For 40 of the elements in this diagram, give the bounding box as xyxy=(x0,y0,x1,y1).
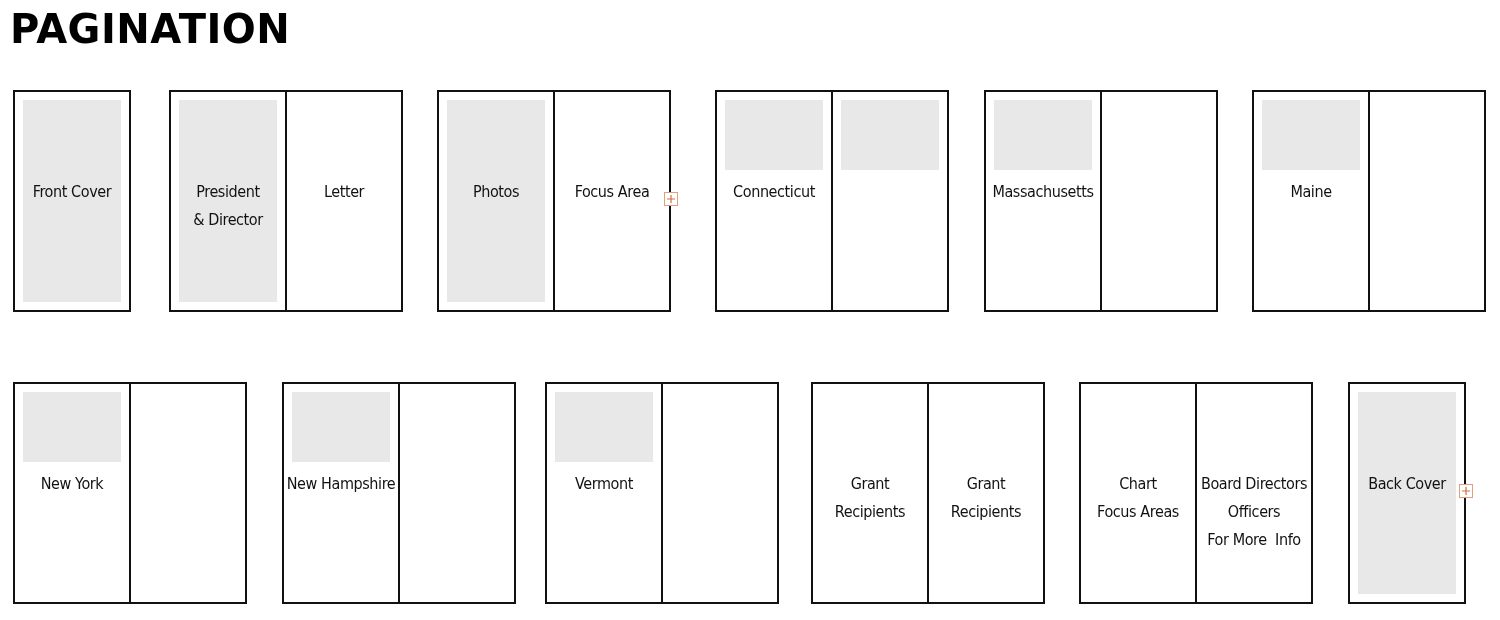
page-box xyxy=(169,90,287,312)
page-box xyxy=(285,90,403,312)
title: PAGINATION xyxy=(10,6,291,52)
page-box xyxy=(1079,382,1197,604)
page-box xyxy=(1368,90,1486,312)
page-box xyxy=(398,382,516,604)
page-box xyxy=(927,382,1045,604)
page-label: Connecticut xyxy=(733,181,815,203)
page-box xyxy=(661,382,779,604)
page-label: Front Cover xyxy=(32,181,112,203)
page-label: New Hampshire xyxy=(286,473,396,495)
page-label: Letter xyxy=(323,181,365,203)
page-label: Grant Recipients xyxy=(949,473,1023,523)
page-box xyxy=(811,382,929,604)
page-label: President & Director xyxy=(192,181,264,231)
page-box xyxy=(1252,90,1370,312)
page-box xyxy=(1100,90,1218,312)
page-box xyxy=(831,90,949,312)
page-box xyxy=(545,382,663,604)
page-box xyxy=(129,382,247,604)
page-box xyxy=(282,382,400,604)
page-box xyxy=(13,382,131,604)
page-label: Focus Area xyxy=(574,181,650,203)
page-box xyxy=(984,90,1102,312)
page-label: Officers xyxy=(1226,501,1282,523)
page-label: Photos xyxy=(472,181,520,203)
page-label: Focus Areas xyxy=(1096,501,1180,523)
page-box xyxy=(13,90,131,312)
page-box xyxy=(1195,382,1313,604)
page-label: New York xyxy=(40,473,104,495)
page-label: Chart xyxy=(1118,473,1158,495)
page-label: Maine xyxy=(1290,181,1332,203)
page-box xyxy=(437,90,555,312)
page-label: Grant Recipients xyxy=(833,473,907,523)
page-label: Vermont xyxy=(575,473,633,495)
page-label: For More Info xyxy=(1206,529,1302,551)
page-box xyxy=(715,90,833,312)
page-label: Massachusetts xyxy=(992,181,1094,203)
page-label: Back Cover xyxy=(1368,473,1446,495)
page-label: Board Directors xyxy=(1199,473,1309,495)
